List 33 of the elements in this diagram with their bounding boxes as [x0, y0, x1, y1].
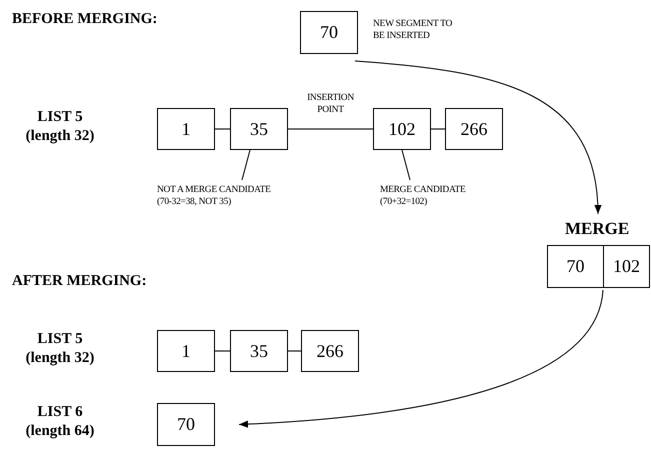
list-node-box: 1 — [157, 330, 215, 372]
annotation-text: MERGE CANDIDATE — [380, 184, 466, 196]
link-line — [288, 128, 374, 130]
node-caption: NEW SEGMENT TO BE INSERTED — [373, 18, 454, 42]
link-line — [214, 128, 230, 130]
link-line — [214, 350, 230, 352]
list-node-box: 70 — [547, 245, 604, 288]
arrow — [354, 60, 601, 214]
link-line — [430, 128, 446, 130]
list-label: LIST 6 — [36, 403, 84, 422]
section-heading: AFTER MERGING: — [12, 272, 148, 291]
arrow — [238, 290, 604, 428]
list-label: LIST 5 — [36, 330, 84, 349]
list-label: (length 32) — [24, 349, 96, 368]
list-node-box: 102 — [603, 245, 650, 288]
annotation-text: (70+32=102) — [380, 196, 428, 208]
list-node-box: 35 — [230, 108, 288, 150]
list-node-box: 102 — [373, 108, 431, 150]
merge-heading: MERGE — [565, 218, 630, 240]
list-node-box: 35 — [230, 330, 288, 372]
leader-line — [402, 150, 410, 180]
list-node-box: 1 — [157, 108, 215, 150]
list-node-box: 266 — [445, 108, 503, 150]
section-heading: BEFORE MERGING: — [12, 10, 158, 29]
annotation-text: (70-32=38, NOT 35) — [157, 196, 232, 208]
list-node-box: 70 — [157, 403, 215, 446]
link-line — [288, 350, 302, 352]
list-label: LIST 5 — [36, 108, 84, 127]
list-node-box: 266 — [301, 330, 359, 372]
leader-line — [242, 150, 250, 180]
list-label: (length 64) — [24, 422, 96, 441]
list-label: (length 32) — [24, 127, 96, 146]
annotation-text: NOT A MERGE CANDIDATE — [157, 184, 272, 196]
